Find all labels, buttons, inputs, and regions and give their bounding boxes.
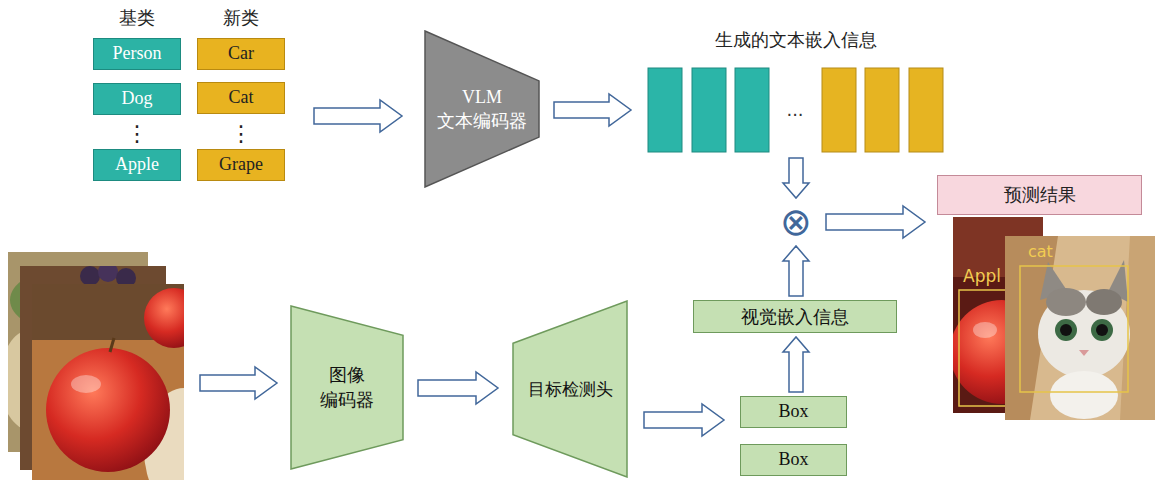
box-label: Box (778, 449, 808, 471)
illustration-part (1086, 289, 1122, 315)
box-label: Apple (115, 154, 159, 176)
vertical-ellipsis: ⋮ (230, 123, 252, 145)
input-image-front (32, 284, 184, 480)
multiply-symbol-glyph: ⊗ (780, 203, 812, 241)
hollow-arrow (418, 372, 498, 404)
trapezoid-shape (425, 31, 539, 187)
box-label: Cat (229, 87, 254, 109)
box-label: Car (228, 43, 254, 65)
illustration-part (1055, 319, 1077, 341)
trapezoid-outline (424, 30, 540, 188)
embedding-bar (648, 68, 682, 152)
illustration-part (1091, 319, 1113, 341)
detection-label: cat (1028, 244, 1053, 260)
box-label: 预测结果 (1004, 184, 1076, 206)
hollow-arrow (783, 158, 809, 198)
illustration-part (144, 288, 184, 348)
visual-embedding-box: 视觉嵌入信息 (693, 300, 897, 333)
box-label: Grape (219, 154, 263, 176)
trapezoid-shape (513, 301, 627, 477)
illustration-part (1060, 324, 1072, 336)
embedding-bar (909, 68, 943, 152)
illustration-part (80, 266, 100, 286)
novel-class-box: Car (197, 38, 285, 70)
trapezoid-label: 目标检测头 (518, 378, 622, 401)
ellipsis: ... (786, 101, 803, 119)
trapezoid-outline (290, 305, 404, 470)
illustration-part (1050, 371, 1118, 419)
result-box: 预测结果 (937, 175, 1142, 215)
box-label: Box (778, 401, 808, 423)
illustration-part (1020, 266, 1128, 392)
illustration-part (973, 322, 997, 338)
text-encoder-trapezoid: VLM 文本编码器 (424, 30, 540, 188)
box-output: Box (740, 396, 847, 428)
illustration-part (1096, 324, 1108, 336)
class-column: 新类 CarCatGrape (190, 6, 292, 186)
detection-label: Appl (963, 268, 1001, 285)
result-image-cat (1005, 236, 1155, 420)
class-column: 基类 PersonDogApple (86, 6, 188, 186)
base-class-box: Person (93, 38, 181, 70)
hollow-arrow (644, 404, 724, 436)
vertical-ellipsis: ⋮ (126, 123, 148, 145)
embedding-bar (822, 68, 856, 152)
trapezoid-label: VLM 文本编码器 (434, 85, 530, 134)
image-encoder-trapezoid: 图像 编码器 (290, 305, 404, 470)
text-embedding-group: 生成的文本嵌入信息... (645, 26, 947, 154)
novel-class-box: Grape (197, 149, 285, 181)
trapezoid-shape (291, 306, 403, 469)
trapezoid-label: 图像 编码器 (312, 363, 382, 412)
hollow-arrow (314, 100, 402, 132)
novel-class-box: Cat (197, 82, 285, 114)
column-heading: 基类 (86, 6, 188, 30)
illustration-part (98, 266, 118, 282)
illustration-part (46, 348, 170, 472)
hollow-arrow (826, 206, 925, 238)
illustration-part (1005, 236, 1155, 420)
embedding-bar (692, 68, 726, 152)
embedding-bar (865, 68, 899, 152)
illustration-part (1079, 350, 1089, 356)
detection-head-trapezoid: 目标检测头 (512, 300, 628, 478)
base-class-box: Apple (93, 149, 181, 181)
embedding-heading: 生成的文本嵌入信息 (645, 28, 947, 52)
illustration-part (110, 338, 114, 352)
embedding-bar (735, 68, 769, 152)
hollow-arrow (554, 94, 631, 126)
box-label: Dog (122, 88, 153, 110)
illustration-part (1046, 288, 1086, 316)
hollow-arrow (200, 367, 277, 399)
base-class-box: Dog (93, 83, 181, 115)
illustration-part (71, 375, 101, 393)
box-label: Person (113, 43, 162, 65)
box-output: Box (740, 444, 847, 476)
box-label: 视觉嵌入信息 (741, 306, 849, 328)
hollow-arrow (783, 337, 809, 392)
multiply-symbol: ⊗ (778, 202, 814, 242)
hollow-arrow (783, 246, 809, 296)
column-heading: 新类 (190, 6, 292, 30)
